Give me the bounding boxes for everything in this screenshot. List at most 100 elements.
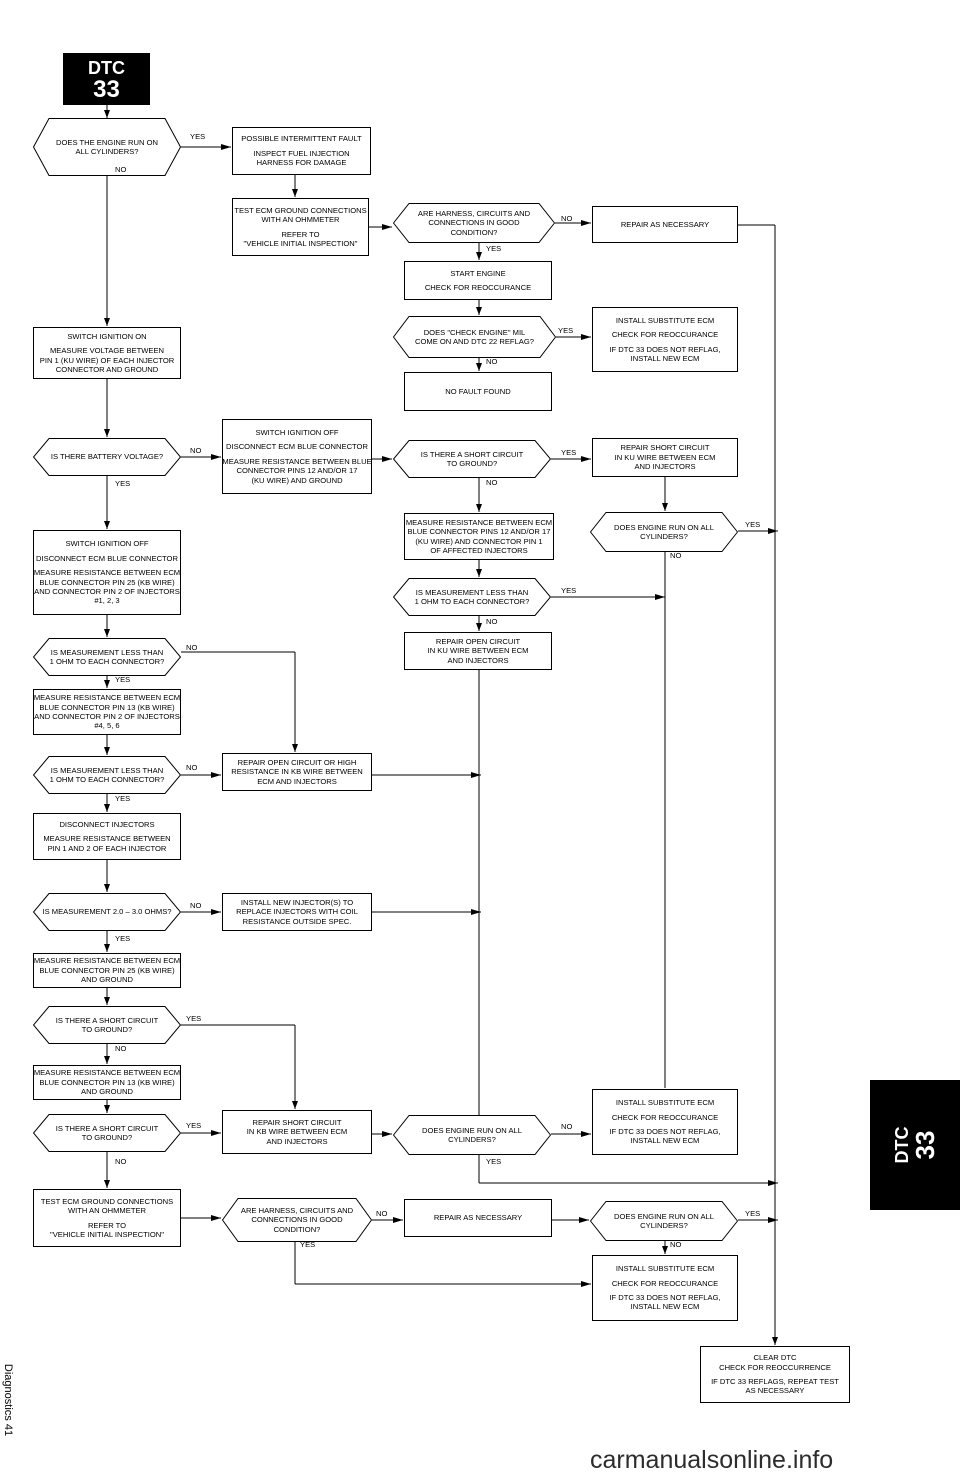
branch-label: NO (486, 478, 498, 487)
step-text: CHECK FOR REOCCURANCE (611, 1278, 719, 1288)
step-text: WITH AN OHMMETER (261, 215, 340, 225)
branch-label: YES (745, 1209, 761, 1218)
step-text: "VEHICLE INITIAL INSPECTION" (243, 238, 358, 248)
step-text: MEASURE RESISTANCE BETWEEN (43, 834, 171, 844)
arrowhead (211, 1130, 221, 1136)
step-text: "VEHICLE INITIAL INSPECTION" (50, 1229, 164, 1239)
step-text: TEST ECM GROUND CONNECTIONS (234, 205, 367, 215)
step-text: INSTALL NEW ECM (630, 353, 700, 363)
step-text: IF DTC 33 REFLAGS, REPEAT TEST (711, 1377, 839, 1386)
branch-label: NO (186, 763, 198, 772)
step-text: IS MEASUREMENT LESS THAN (50, 765, 164, 775)
step-text: MEASURE RESISTANCE BETWEEN ECM (405, 517, 553, 527)
step-text: CONNECTIONS IN GOOD (428, 218, 520, 228)
arrowhead (476, 623, 482, 631)
arrowhead (581, 220, 591, 226)
step-text: CYLINDERS? (448, 1135, 496, 1144)
step-text: RESISTANCE OUTSIDE SPEC. (242, 916, 352, 926)
decision-d4: IS THERE BATTERY VOLTAGE? (33, 438, 181, 476)
step-text: REPAIR AS NECESSARY (620, 219, 710, 229)
branch-label: NO (115, 1044, 127, 1053)
step-text: TO GROUND? (81, 1133, 133, 1142)
step-text: INSPECT FUEL INJECTION (253, 148, 350, 158)
step-text: IF DTC 33 DOES NOT REFLAG, (609, 1293, 721, 1302)
step-text: INSTALL NEW ECM (630, 1302, 700, 1312)
branch-label: NO (486, 357, 498, 366)
step-text: IF DTC 33 DOES NOT REFLAG, (609, 344, 721, 354)
step-text: ARE HARNESS, CIRCUITS AND (240, 1205, 354, 1215)
arrowhead (292, 1101, 298, 1109)
step-text: REPAIR SHORT CIRCUIT (620, 443, 710, 453)
step-text: ALL CYLINDERS? (75, 147, 139, 156)
step-text: CYLINDERS? (640, 532, 688, 541)
arrowhead (104, 944, 110, 952)
step-text: MEASURE RESISTANCE BETWEEN ECM (33, 956, 181, 966)
branch-label: NO (190, 901, 202, 910)
decision-shape (33, 1006, 181, 1044)
step-text: CONDITION? (273, 1224, 321, 1234)
step-text: AND GROUND (81, 1087, 133, 1097)
arrowhead (221, 144, 231, 150)
arrowhead (655, 594, 665, 600)
step-text: BLUE CONNECTOR PIN 25 (KB WIRE) (39, 965, 175, 975)
step-text: IS THERE A SHORT CIRCUIT (55, 1123, 159, 1133)
step-text: COME ON AND DTC 22 REFLAG? (415, 337, 534, 346)
arrowhead (579, 1217, 589, 1223)
step-text: SWITCH IGNITION OFF (65, 539, 149, 549)
decision-shape (33, 638, 181, 676)
step-text: TO GROUND? (81, 1025, 133, 1034)
step-text: CYLINDERS? (640, 1221, 688, 1230)
step-text: AND INJECTORS (266, 1136, 328, 1146)
step-text: IS MEASUREMENT 2.0 – 3.0 OHMS? (42, 907, 172, 917)
arrowhead (768, 1217, 778, 1223)
step-text: CHECK FOR REOCCURRENCE (719, 1362, 831, 1372)
decision-shape (33, 756, 181, 794)
step-text: NO FAULT FOUND (445, 386, 511, 396)
step-text: MEASURE RESISTANCE BETWEEN BLUE (222, 456, 372, 466)
arrowhead (393, 1217, 403, 1223)
decision-shape (33, 893, 181, 931)
branch-label: NO (561, 1122, 573, 1131)
branch-label: YES (300, 1240, 316, 1249)
arrowhead (104, 997, 110, 1005)
step-text: AND CONNECTOR PIN 2 OF INJECTORS (34, 712, 180, 721)
step-text: REPLACE INJECTORS WITH COIL (236, 907, 358, 917)
branch-label: YES (486, 244, 502, 253)
step-a3: REPAIR AS NECESSARY (592, 206, 738, 243)
arrowhead (476, 569, 482, 577)
arrowhead (471, 772, 481, 778)
arrowhead (104, 884, 110, 892)
arrowhead (476, 307, 482, 315)
step-text: SWITCH IGNITION OFF (255, 427, 339, 437)
step-text: ARE HARNESS, CIRCUITS AND (417, 208, 531, 218)
step-text: BLUE CONNECTOR PIN 13 (KB WIRE) (39, 702, 175, 712)
page-footer-text: Diagnostics 41 (2, 1363, 14, 1437)
branch-label: YES (186, 1014, 202, 1023)
step-text: INSTALL NEW INJECTOR(S) TO (240, 897, 354, 907)
branch-label: YES (115, 794, 131, 803)
step-text: CLEAR DTC (753, 1353, 797, 1363)
arrowhead (382, 456, 392, 462)
step-text: ECM AND INJECTORS (257, 776, 337, 786)
arrowhead (104, 629, 110, 637)
step-text: AS NECESSARY (745, 1386, 805, 1396)
step-text: IN KB WIRE BETWEEN ECM (246, 1127, 348, 1137)
step-text: CHECK FOR REOCCURANCE (611, 1112, 719, 1122)
decision-shape (590, 1201, 738, 1241)
step-text: MEASURE RESISTANCE BETWEEN ECM (33, 693, 181, 703)
decision-shape (33, 438, 181, 476)
step-text: PIN 1 AND 2 OF EACH INJECTOR (47, 843, 167, 853)
arrowhead (104, 521, 110, 529)
